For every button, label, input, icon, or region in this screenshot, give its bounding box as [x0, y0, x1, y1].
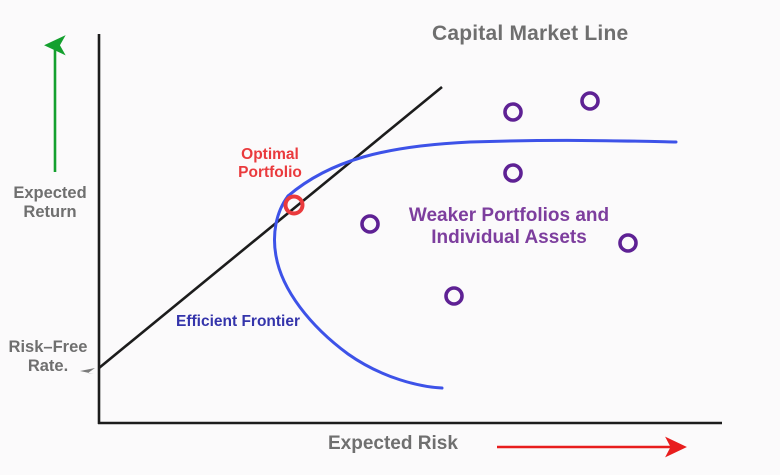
capital-market-line [98, 85, 443, 370]
risk-free-rate-label: Risk–Free Rate. [8, 338, 88, 376]
efficient-frontier-label: Efficient Frontier [176, 313, 301, 330]
x-axis-label: Expected Risk [328, 433, 458, 454]
chart-title: Capital Market Line [432, 22, 629, 45]
optimal-portfolio-label: Optimal Portfolio [238, 146, 302, 182]
y-axis-label: Expected Return [13, 184, 87, 222]
asset-marker[interactable] [503, 163, 523, 183]
asset-marker[interactable] [444, 286, 464, 306]
asset-marker[interactable] [360, 214, 380, 234]
asset-marker[interactable] [580, 91, 600, 111]
optimal-portfolio-marker[interactable] [283, 194, 305, 216]
risk-free-rate-pointer-icon [80, 368, 95, 374]
asset-marker[interactable] [503, 102, 523, 122]
efficient-frontier-lower-branch [273, 194, 444, 390]
asset-marker[interactable] [618, 233, 638, 253]
weaker-portfolios-label: Weaker Portfolios and Individual Assets [408, 205, 610, 249]
efficient-frontier-upper-branch [286, 138, 678, 198]
